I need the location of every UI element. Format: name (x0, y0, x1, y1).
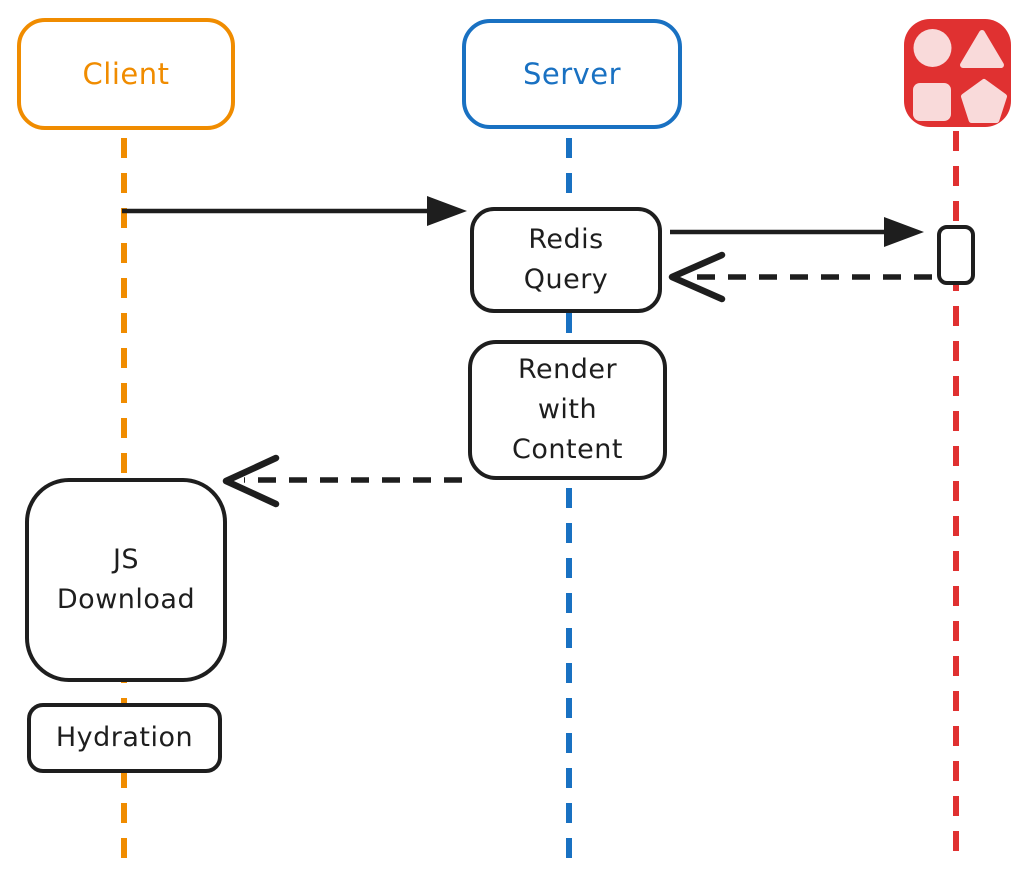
node-render-with-content: Render with Content (468, 340, 667, 480)
actor-client-label: Client (82, 57, 170, 91)
actor-server: Server (462, 19, 682, 129)
shapes-icon (904, 19, 1011, 127)
triangle-glyph (960, 30, 1004, 68)
arrow-redis-query-to-database (670, 217, 924, 247)
arrowhead-open (668, 251, 726, 303)
circle-glyph (913, 29, 952, 67)
square-glyph (913, 83, 951, 121)
node-js-download: JS Download (25, 478, 227, 682)
node-render-line2: with (537, 394, 598, 425)
node-hydration: Hydration (27, 703, 222, 773)
pentagon-glyph (961, 79, 1007, 123)
actor-database (904, 19, 1011, 127)
actor-client: Client (17, 18, 235, 130)
node-js-download-line1: JS (112, 544, 140, 575)
arrow-render-to-js-download (222, 454, 462, 508)
node-render-line3: Content (512, 434, 623, 465)
arrow-client-to-redis-query (122, 196, 467, 226)
arrowhead-open (222, 454, 280, 508)
node-redis-query-line2: Query (523, 264, 609, 295)
actor-server-label: Server (522, 57, 622, 91)
node-render-line1: Render (517, 354, 618, 385)
node-redis-query-line1: Redis (528, 224, 604, 255)
database-activation-box (937, 225, 975, 285)
arrowhead-solid (884, 217, 924, 247)
arrow-database-to-redis-query (668, 251, 932, 303)
node-hydration-label: Hydration (55, 722, 194, 753)
arrowhead-solid (427, 196, 467, 226)
node-js-download-line2: Download (56, 584, 196, 615)
node-redis-query: Redis Query (470, 207, 662, 313)
